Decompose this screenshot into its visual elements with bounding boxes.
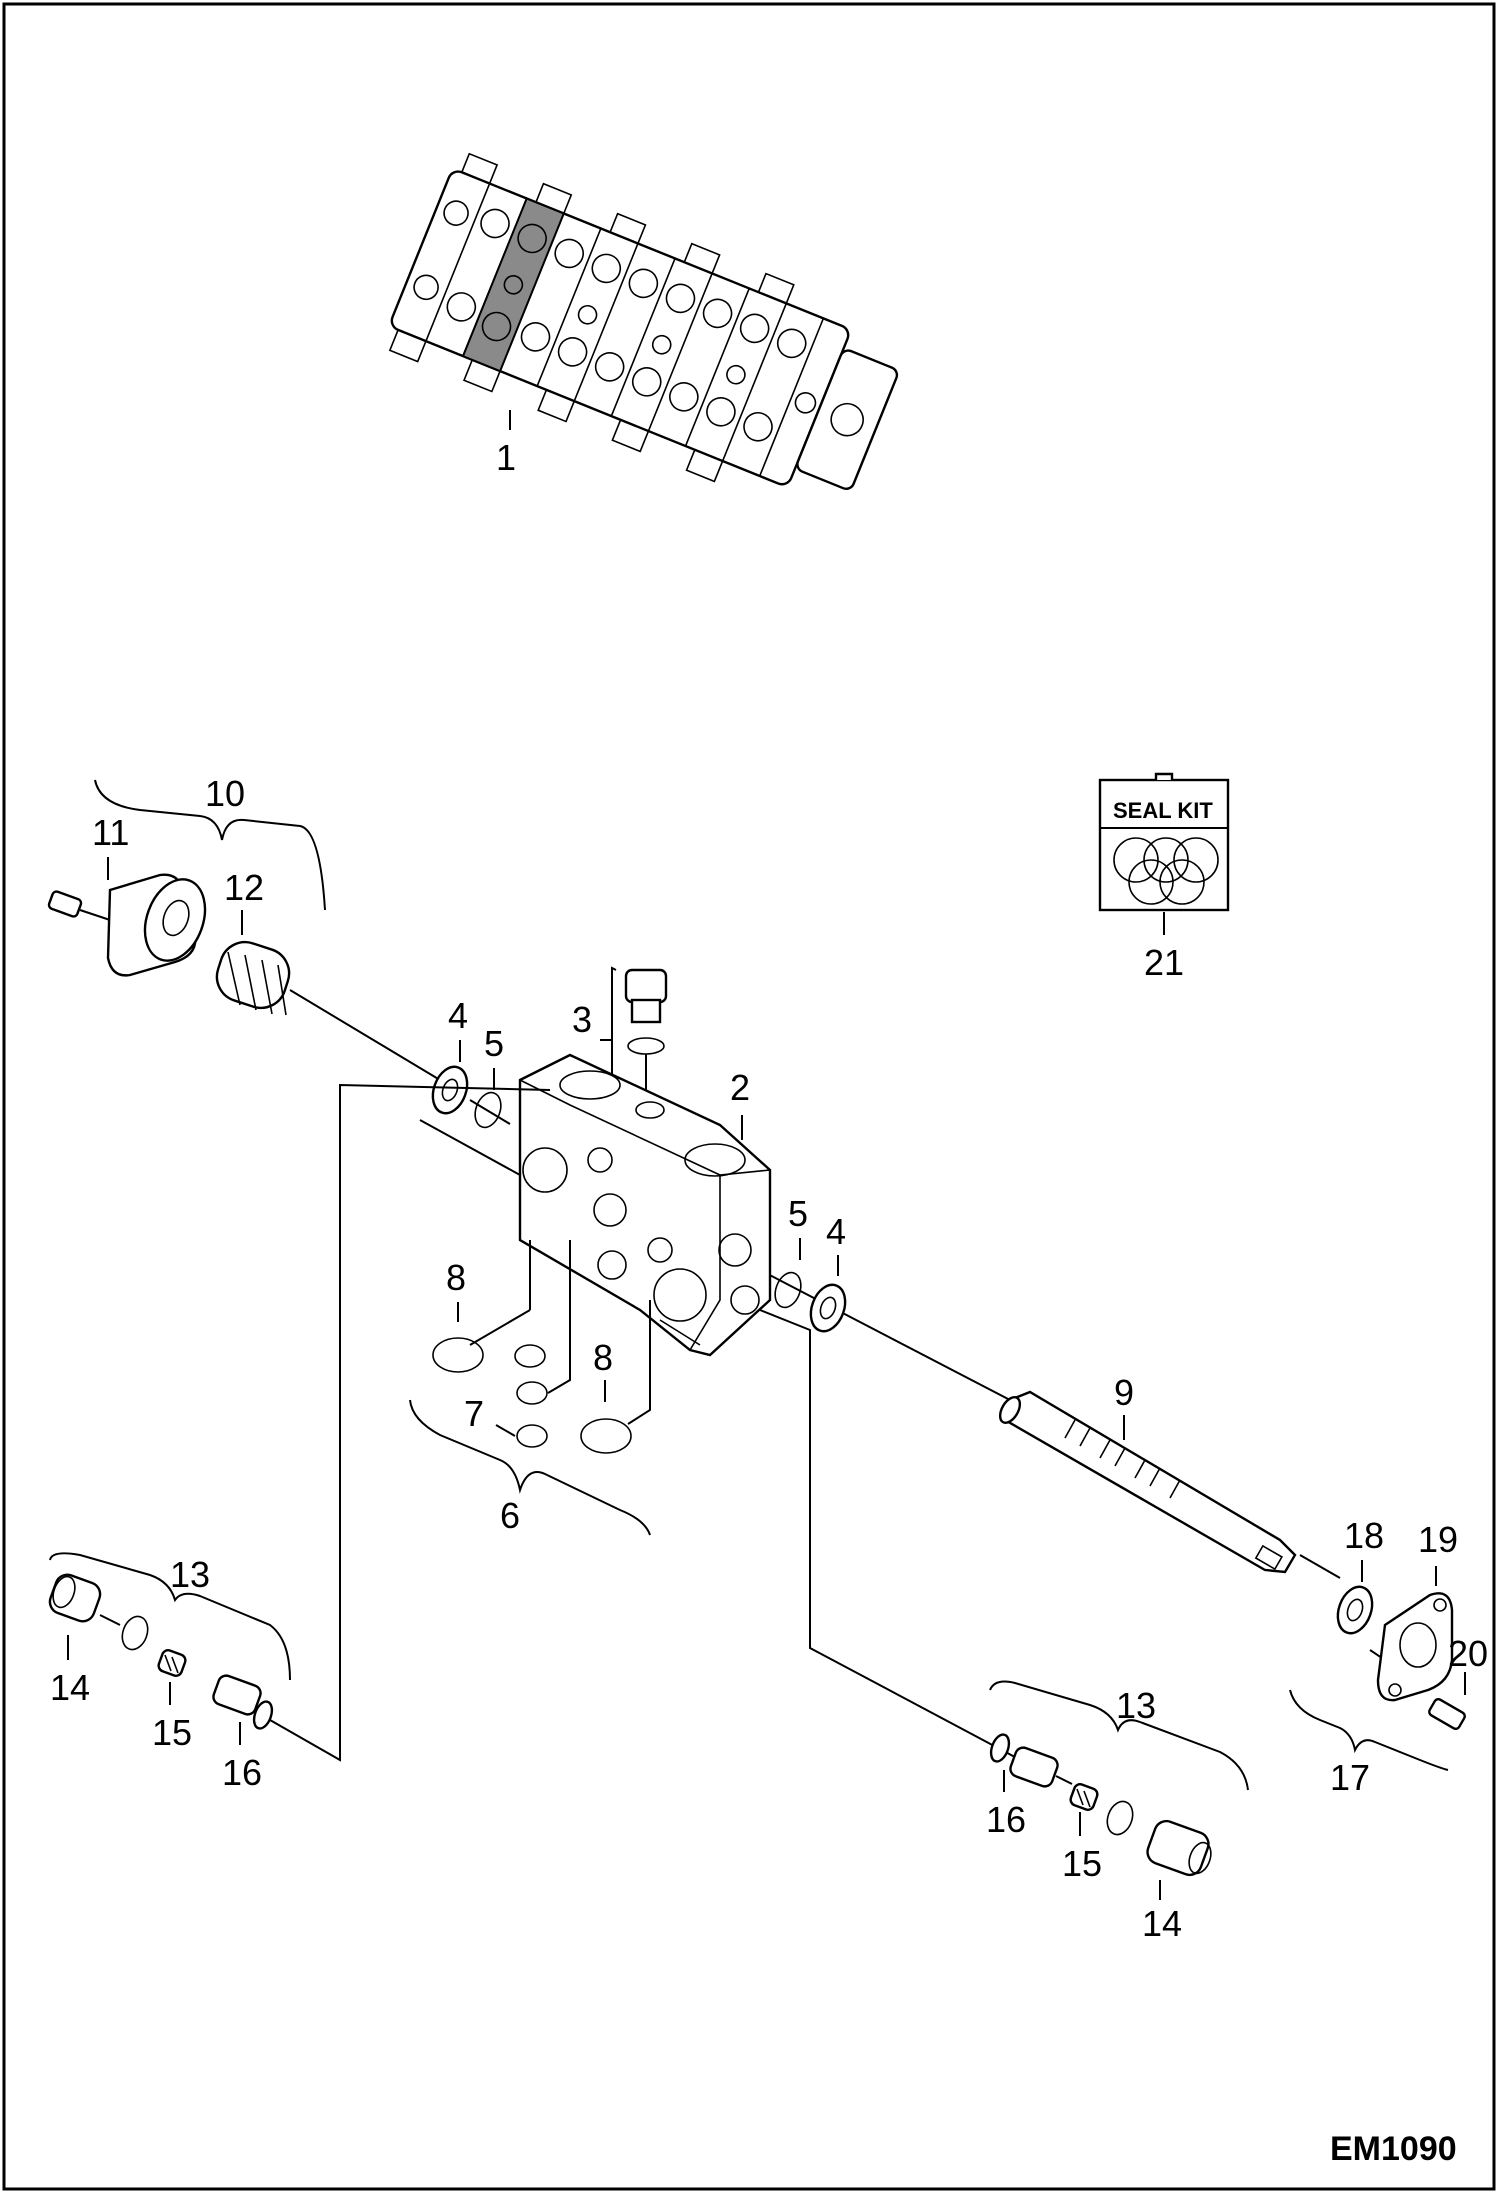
callout-1: 1: [496, 437, 516, 478]
drawing-code: EM1090: [1330, 2130, 1457, 2168]
callout-5-right: 5: [788, 1193, 808, 1234]
valve-stack-assembly: [388, 152, 899, 490]
callout-13-left: 13: [170, 1554, 210, 1595]
callout-21: 21: [1144, 942, 1184, 983]
callout-7: 7: [464, 1393, 484, 1434]
callout-8-left: 8: [446, 1257, 466, 1298]
poppet-right: [989, 1733, 1059, 1788]
bracket-13-right: [989, 1680, 1249, 1791]
o-ring-small-2: [516, 1381, 548, 1405]
wiper-seal: [1336, 1585, 1374, 1635]
valve-section: [518, 1053, 772, 1357]
bracket-13-left: [49, 1552, 291, 1681]
callout-15-left: 15: [152, 1712, 192, 1753]
check-plug-left: [48, 1573, 102, 1623]
callout-18: 18: [1344, 1515, 1384, 1556]
flange-bolt: [1428, 1672, 1466, 1731]
flange-plate: [1376, 1592, 1454, 1702]
check-plug-right: [1146, 1819, 1212, 1877]
callout-14-left: 14: [50, 1667, 90, 1708]
washer-left: [431, 1065, 469, 1115]
check-spring-right: [1069, 1783, 1099, 1811]
o-ring-check-left: [121, 1615, 149, 1651]
callout-17: 17: [1330, 1757, 1370, 1798]
o-ring-small-3: [516, 1424, 548, 1448]
callout-8-right: 8: [593, 1337, 613, 1378]
bracket-10: [94, 779, 326, 911]
o-ring-large-right: [580, 1418, 632, 1454]
o-ring-check-right: [1106, 1800, 1134, 1836]
bracket-6: [409, 1399, 651, 1536]
callout-16-right: 16: [986, 1799, 1026, 1840]
o-ring-right: [774, 1271, 802, 1309]
callout-5-left: 5: [484, 1023, 504, 1064]
bracket-17: [1289, 1689, 1449, 1771]
callout-4-right: 4: [826, 1211, 846, 1252]
o-ring-small-1: [514, 1344, 546, 1368]
check-spring-left: [157, 1649, 187, 1677]
seal-kit-card: SEAL KIT: [1098, 772, 1230, 935]
callout-11: 11: [92, 812, 129, 853]
end-cap: [47, 873, 207, 977]
callout-3: 3: [572, 999, 592, 1040]
callout-15-right: 15: [1062, 1843, 1102, 1884]
callout-19: 19: [1418, 1519, 1458, 1560]
callout-2: 2: [730, 1067, 750, 1108]
o-ring-large-left: [432, 1337, 484, 1373]
poppet-left: [212, 1674, 274, 1730]
callout-4-left: 4: [448, 995, 468, 1036]
o-ring-left: [474, 1091, 502, 1129]
callout-6: 6: [500, 1495, 520, 1536]
callout-9: 9: [1114, 1372, 1134, 1413]
spring: [215, 940, 291, 1016]
callout-13-right: 13: [1116, 1685, 1156, 1726]
spool: [998, 1390, 1297, 1574]
callout-16-left: 16: [222, 1752, 262, 1793]
seal-kit-label: SEAL KIT: [1113, 798, 1213, 823]
callout-10: 10: [205, 773, 245, 814]
callout-14-right: 14: [1142, 1903, 1182, 1944]
callout-12: 12: [224, 867, 264, 908]
washer-right: [809, 1283, 847, 1333]
callout-20: 20: [1448, 1633, 1488, 1674]
